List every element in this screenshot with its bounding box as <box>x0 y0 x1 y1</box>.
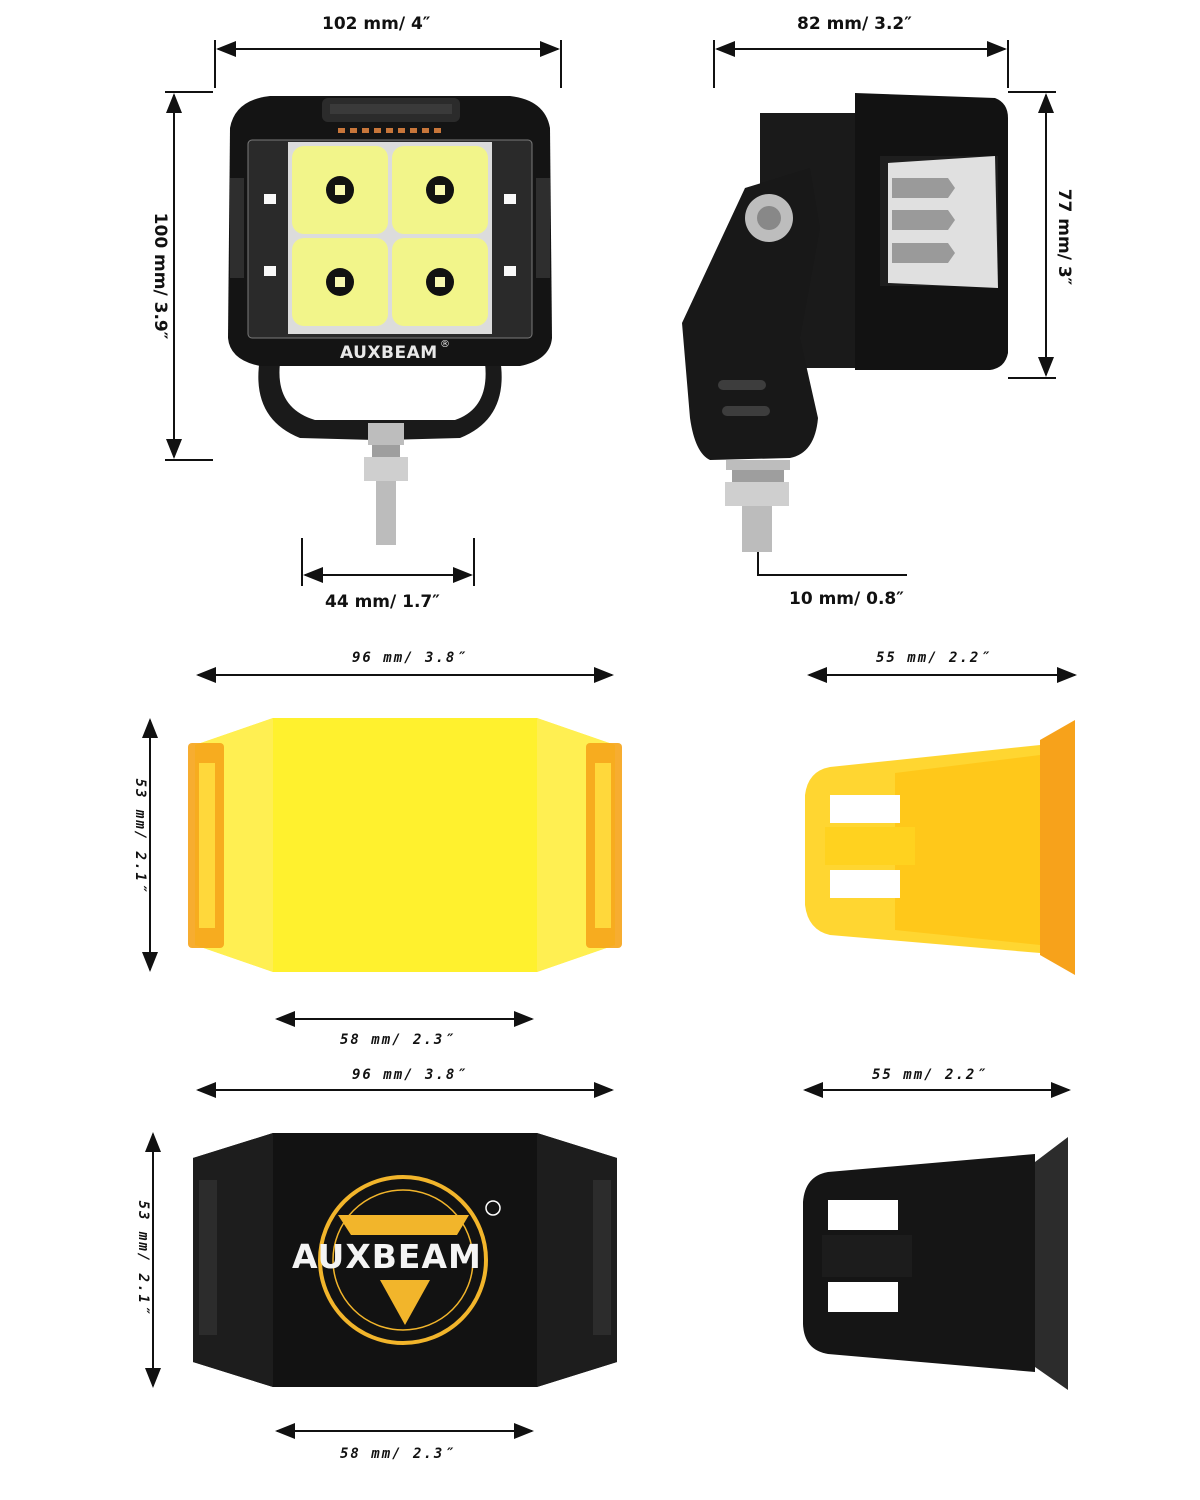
bolt-size-label: 10 mm/ 0.8″ <box>789 589 904 609</box>
pod-light-side-icon <box>682 93 1008 552</box>
light-width-label: 102 mm/ 4″ <box>322 14 431 34</box>
black-cover-height-label: 53 mm/ 2.1″ <box>135 1200 151 1316</box>
black-cover-width-label: 96 mm/ 3.8″ <box>352 1067 467 1083</box>
black-cover-front-icon <box>193 1133 617 1387</box>
amber-cover-front-icon <box>188 718 622 972</box>
registered-mark: ® <box>440 339 450 350</box>
pod-light-front-icon <box>228 96 552 545</box>
black-cover-side-dimension-line <box>803 1082 1071 1098</box>
light-depth-label: 82 mm/ 3.2″ <box>797 14 912 34</box>
black-cover-depth-label: 55 mm/ 2.2″ <box>872 1067 987 1083</box>
amber-cover-width-label: 96 mm/ 3.8″ <box>352 650 467 666</box>
light-side-dimension-lines <box>713 40 1056 576</box>
amber-cover-depth-label: 55 mm/ 2.2″ <box>876 650 991 666</box>
black-cover-brand-logo: AUXBEAM <box>292 1237 482 1276</box>
amber-cover-dimension-lines <box>142 667 614 1027</box>
black-cover-inner-width-label: 58 mm/ 2.3″ <box>340 1446 455 1462</box>
light-front-dimension-lines <box>165 40 562 586</box>
bracket-width-label: 44 mm/ 1.7″ <box>325 592 440 612</box>
light-brand-logo: AUXBEAM <box>340 343 438 363</box>
amber-cover-height-label: 53 mm/ 2.1″ <box>132 778 148 894</box>
black-cover-side-icon <box>803 1137 1068 1390</box>
amber-cover-inner-width-label: 58 mm/ 2.3″ <box>340 1032 455 1048</box>
black-cover-dimension-lines <box>145 1082 614 1439</box>
light-side-height-label: 77 mm/ 3″ <box>1054 188 1074 286</box>
amber-cover-side-dimension-line <box>807 667 1077 683</box>
amber-cover-side-icon <box>805 720 1075 975</box>
